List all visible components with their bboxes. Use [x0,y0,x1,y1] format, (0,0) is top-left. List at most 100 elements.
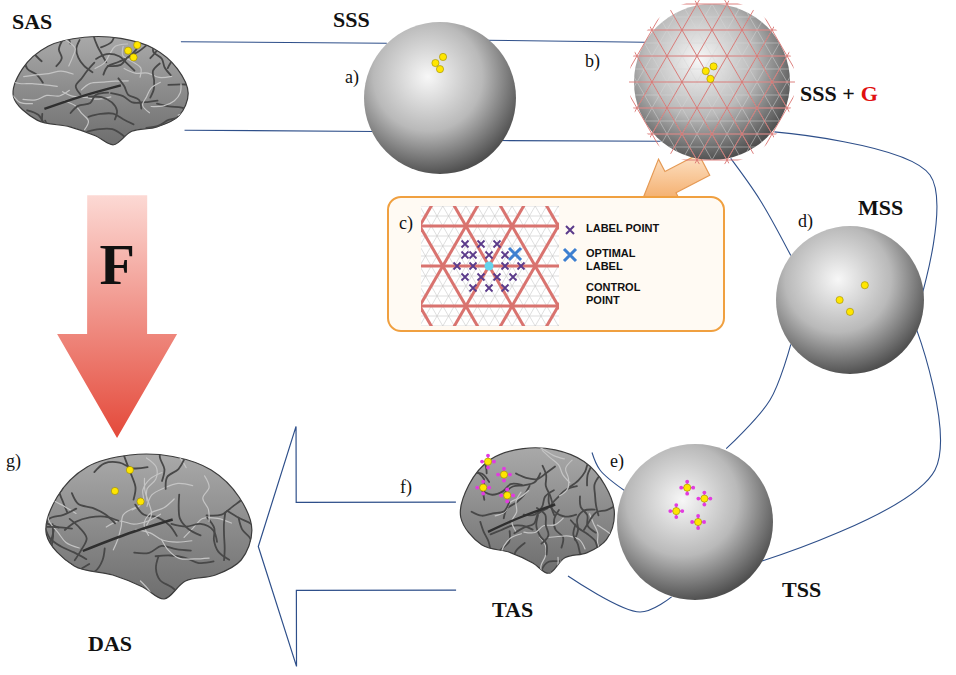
brain-fold [34,509,76,539]
label-mark [462,252,469,259]
brain-fold [573,524,585,563]
target-point [502,479,506,483]
coarse-mesh [567,0,767,229]
coarse-mesh [725,0,925,190]
coarse-mesh [528,206,559,326]
brain-fold [144,478,151,525]
landmark-point [861,282,868,289]
fine-mesh [691,0,891,210]
fine-mesh [512,186,912,187]
transform-arrow [258,426,456,666]
brain-fold [5,568,58,583]
label-mark [470,285,477,292]
brain-fold [482,484,522,495]
target-point [480,460,484,464]
fine-mesh [421,276,559,277]
target-point [511,494,515,498]
brain-fold [37,564,90,583]
label-mark [494,241,501,248]
panel-letter: e) [610,452,624,472]
coarse-mesh [493,206,559,326]
brain-fold [50,452,63,497]
sphere-surface: SSSa) [364,22,516,174]
target-point [685,480,689,484]
brain-fold [134,546,191,553]
fine-mesh [512,173,912,174]
brain-folds [5,434,293,624]
coarse-mesh [528,206,559,326]
fine-mesh [668,0,868,223]
brain-fold [470,463,484,500]
target-point [696,497,700,501]
label-mark [566,226,574,234]
brain-fold [177,130,204,160]
legend-sample [562,222,578,238]
landmark-point [673,507,680,514]
label-mark [510,274,517,281]
surface-name: SSS + [800,82,855,106]
sphere-surface: e)TSS [617,444,773,600]
fine-mesh [512,147,912,148]
brain-surface: g)DAS [40,452,254,602]
brain-fold [14,497,59,527]
coarse-mesh [421,206,485,326]
sphere-surface [776,226,924,374]
brain-fold [24,140,67,153]
brain-fold [524,518,563,533]
target-point [674,503,678,507]
label-mark [478,241,485,248]
label-mark [494,274,501,281]
brain-fold [203,476,209,521]
brain-surface: f)TAS [456,446,616,576]
brain-fold [143,82,161,112]
surface-name: MSS [858,196,903,220]
brain-fold [238,471,293,483]
figure-part [702,63,717,83]
coarse-mesh [512,56,912,57]
brain-fold [118,78,141,108]
brain-fold [559,460,572,496]
fine-mesh [421,226,559,227]
fine-mesh [512,17,912,18]
brain-fold [103,49,136,74]
figure-part [421,206,559,326]
brain-fold [124,68,172,77]
panel-letter: b) [585,52,600,72]
surface-drawing [456,446,616,576]
legend-item: LABEL POINT [562,222,668,238]
landmark-point [432,59,439,66]
landmark-point [484,458,491,465]
landmark-point [134,41,141,48]
fine-mesh [421,216,559,217]
fine-mesh [512,108,912,109]
brain-fold [239,518,251,563]
brain-fold [136,529,192,542]
brain-fissure [44,85,120,109]
brain-fold [113,508,135,550]
fine-mesh [533,0,733,210]
label-mark [564,249,576,261]
transform-name: F [99,236,134,294]
target-point [481,492,485,496]
brain-fold [153,43,171,75]
panel-letter: f) [400,478,412,498]
surface-link [181,42,387,132]
surface-name: TAS [492,598,533,622]
target-point [702,503,706,507]
landmark-point [130,54,137,61]
brain-fold [36,479,76,513]
target-point [668,509,672,513]
landmark-point [701,495,708,502]
brain-fold [24,71,73,76]
brain-fold [207,518,229,560]
brain-fold [587,445,596,486]
brain-fold [537,508,549,544]
brain-fold [45,121,73,149]
coarse-mesh [421,206,520,326]
brain-surface: SAS [8,35,190,147]
target-point [674,515,678,519]
target-point [708,497,712,501]
legend-text: CONTROL POINT [586,281,668,306]
target-point [702,520,706,524]
target-point [492,460,496,464]
